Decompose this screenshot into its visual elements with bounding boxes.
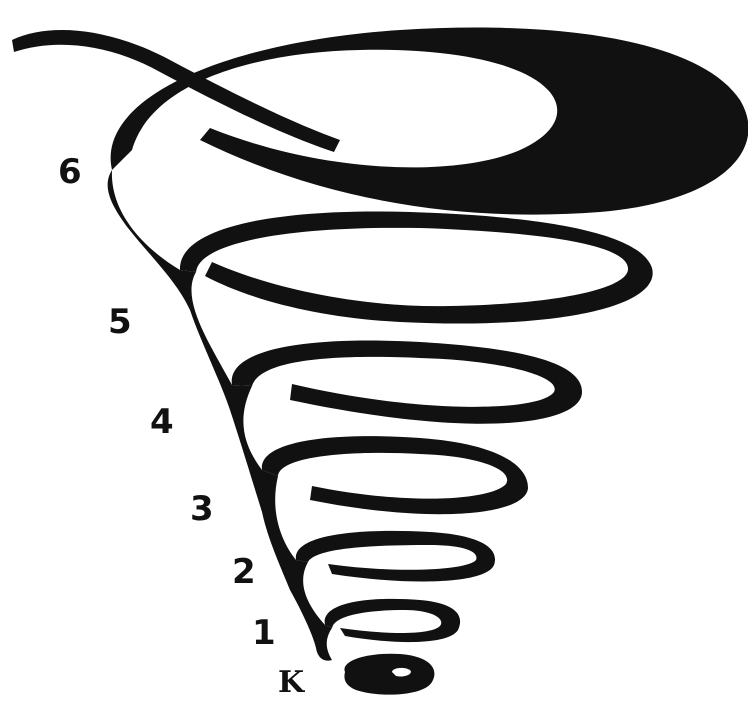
label-level-6: 6 [58, 155, 82, 189]
spiral-loop-1 [325, 599, 460, 642]
label-level-2: 2 [232, 555, 256, 589]
spiral-loop-6 [111, 28, 748, 215]
spiral-core-blob [344, 654, 434, 695]
spiral-loop-3 [262, 436, 528, 514]
label-core-k: K [278, 668, 304, 698]
label-level-4: 4 [150, 405, 174, 439]
spiral-loop-4 [232, 341, 582, 424]
label-level-5: 5 [108, 305, 132, 339]
label-level-1: 1 [252, 616, 276, 650]
spiral-loop-2 [296, 531, 495, 582]
label-level-3: 3 [190, 492, 214, 526]
spiral-loop-5 [180, 211, 653, 323]
